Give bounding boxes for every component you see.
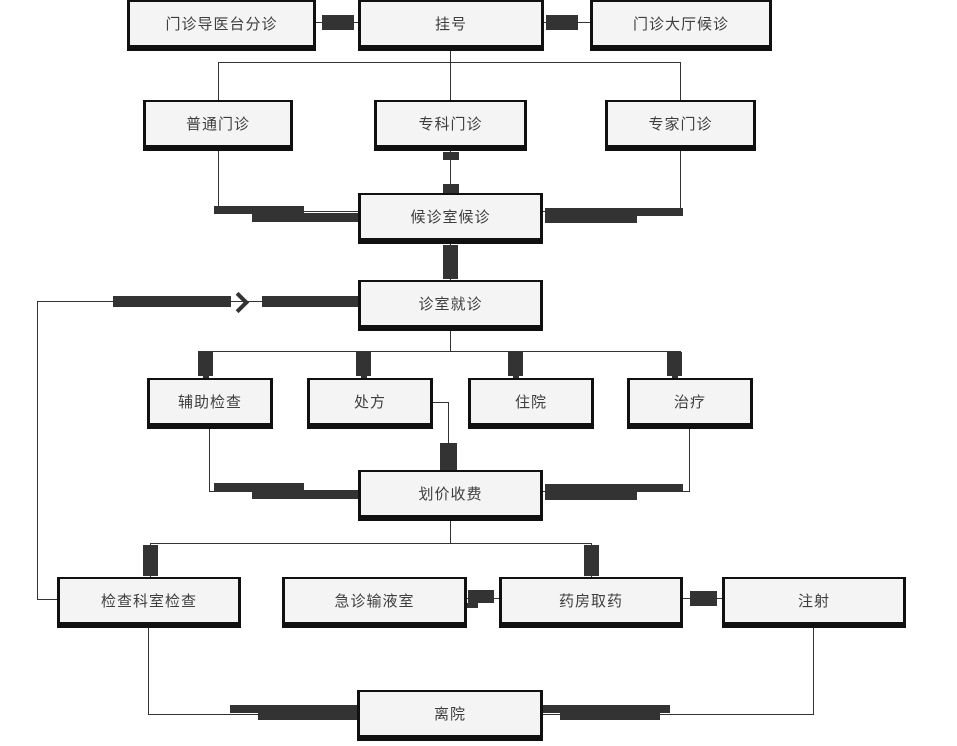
node-injection: 注射 (722, 577, 906, 628)
edge-line (450, 62, 451, 100)
node-pharmacy: 药房取药 (499, 577, 683, 628)
edge-heavy-segment (230, 705, 358, 713)
edge-heavy-segment (508, 352, 523, 376)
node-infusion-room: 急诊输液室 (282, 577, 467, 628)
arrow-right-icon (227, 291, 250, 314)
edge-heavy-segment (545, 208, 683, 216)
edge-heavy-segment (262, 296, 358, 307)
edge-line (542, 714, 813, 715)
node-treatment: 治疗 (627, 378, 753, 429)
node-aux-exam: 辅助检查 (147, 378, 273, 429)
node-consult-room: 诊室就诊 (358, 280, 543, 331)
edge-heavy-segment (322, 15, 354, 30)
edge-heavy-segment (443, 184, 459, 193)
edge-heavy-segment (214, 206, 304, 214)
node-register: 挂号 (358, 0, 544, 51)
edge-heavy-segment (252, 213, 358, 222)
edge-line (450, 45, 451, 62)
edge-line (680, 62, 681, 100)
edge-heavy-segment (440, 443, 457, 470)
edge-heavy-segment (258, 712, 358, 720)
edge-heavy-segment (465, 603, 478, 608)
edge-line (689, 428, 690, 491)
edge-line (813, 628, 814, 715)
edge-heavy-segment (560, 712, 660, 720)
edge-line (218, 151, 219, 211)
edge-line (37, 599, 57, 600)
node-hall-wait: 门诊大厅候诊 (590, 0, 772, 51)
edge-line (148, 714, 357, 715)
edge-heavy-segment (690, 591, 717, 606)
edge-heavy-segment (545, 492, 637, 500)
node-pricing-fee: 划价收费 (358, 470, 543, 521)
edge-heavy-segment (198, 352, 213, 376)
edge-line (432, 402, 449, 403)
node-hospitalize: 住院 (468, 378, 594, 429)
edge-heavy-segment (143, 545, 158, 576)
node-prescription: 处方 (307, 378, 433, 429)
node-triage: 门诊导医台分诊 (127, 0, 316, 51)
edge-heavy-segment (468, 590, 494, 603)
edge-line (37, 301, 38, 599)
edge-heavy-segment (252, 490, 358, 499)
edge-line (209, 428, 210, 491)
edge-heavy-segment (542, 705, 670, 713)
edge-heavy-segment (443, 245, 458, 279)
edge-heavy-segment (546, 15, 578, 30)
edge-line (198, 351, 681, 352)
edge-line (680, 151, 681, 213)
edge-line (448, 402, 449, 470)
edge-line (450, 151, 451, 193)
node-general-clinic: 普通门诊 (143, 100, 293, 151)
edge-heavy-segment (584, 545, 599, 576)
edge-heavy-segment (443, 152, 459, 160)
node-exam-dept: 检查科室检查 (57, 577, 241, 628)
node-expert-clinic: 专家门诊 (605, 100, 756, 151)
node-discharge: 离院 (357, 690, 543, 741)
node-waiting-room: 候诊室候诊 (358, 193, 543, 244)
edge-heavy-segment (545, 484, 683, 492)
edge-line (218, 62, 219, 100)
edge-heavy-segment (356, 352, 371, 376)
edge-line (148, 628, 149, 715)
edge-heavy-segment (545, 215, 637, 223)
edge-heavy-segment (667, 352, 682, 376)
node-specialty-clinic: 专科门诊 (374, 100, 527, 151)
edge-line (450, 325, 451, 351)
edge-line (450, 516, 451, 543)
edge-heavy-segment (113, 296, 231, 307)
edge-line (218, 62, 680, 63)
edge-heavy-segment (214, 483, 304, 491)
edge-line (150, 543, 591, 544)
